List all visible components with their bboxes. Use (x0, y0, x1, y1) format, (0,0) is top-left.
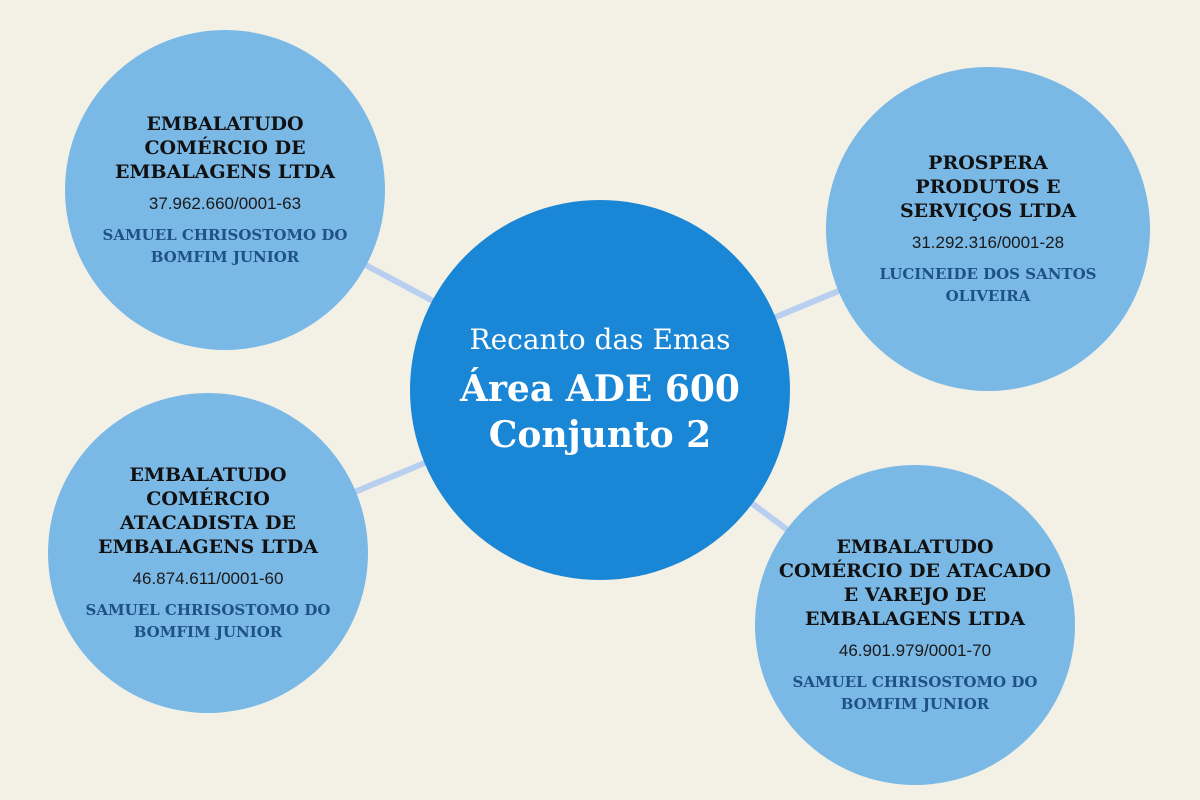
center-title-line2: Conjunto 2 (488, 413, 712, 456)
company-owner: SAMUEL CHRISOSTOMO DO BOMFIM JUNIOR (102, 226, 348, 266)
company-node-1: EMBALATUDO COMÉRCIO DE EMBALAGENS LTDA 3… (65, 30, 385, 350)
company-name: EMBALATUDO COMÉRCIO DE EMBALAGENS LTDA (115, 113, 335, 183)
company-cnpj: 37.962.660/0001-63 (148, 194, 302, 213)
company-owner: LUCINEIDE DOS SANTOS OLIVEIRA (879, 265, 1097, 305)
company-node-4: EMBALATUDO COMÉRCIO DE ATACADO E VAREJO … (755, 465, 1075, 785)
company-node-3: EMBALATUDO COMÉRCIO ATACADISTA DE EMBALA… (48, 393, 368, 713)
center-title-line1: Área ADE 600 (460, 367, 740, 410)
company-owner: SAMUEL CHRISOSTOMO DO BOMFIM JUNIOR (85, 601, 331, 641)
company-name: EMBALATUDO COMÉRCIO DE ATACADO E VAREJO … (778, 536, 1052, 630)
company-name: EMBALATUDO COMÉRCIO ATACADISTA DE EMBALA… (98, 464, 318, 558)
company-node-2: PROSPERA PRODUTOS E SERVIÇOS LTDA 31.292… (826, 67, 1150, 391)
company-cnpj: 46.901.979/0001-70 (838, 641, 992, 660)
company-owner: SAMUEL CHRISOSTOMO DO BOMFIM JUNIOR (792, 673, 1038, 713)
center-node: Recanto das Emas Área ADE 600 Conjunto 2 (410, 200, 790, 580)
company-cnpj: 31.292.316/0001-28 (911, 233, 1065, 252)
company-name: PROSPERA PRODUTOS E SERVIÇOS LTDA (899, 152, 1077, 222)
company-cnpj: 46.874.611/0001-60 (132, 569, 284, 588)
center-subtitle: Recanto das Emas (469, 322, 731, 356)
